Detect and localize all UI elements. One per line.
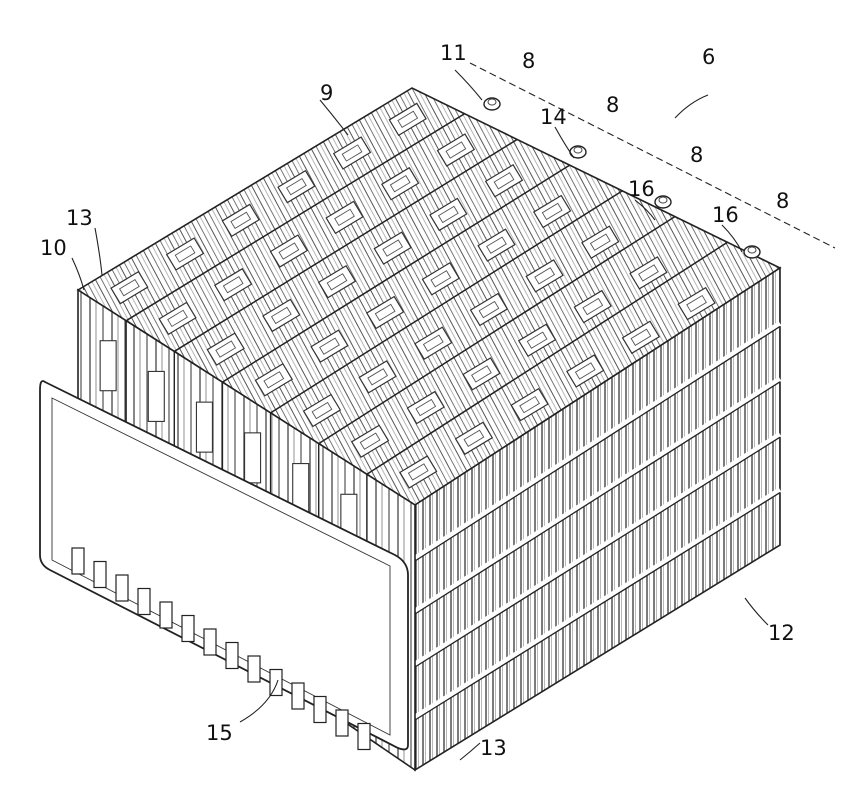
front-cell-tab — [245, 433, 261, 483]
bottom-connector-tooth — [358, 724, 370, 750]
label-15: 15 — [206, 721, 233, 745]
label-6: 6 — [702, 45, 715, 69]
label-8b: 8 — [606, 93, 619, 117]
front-cell-tab — [196, 402, 212, 452]
label-11: 11 — [440, 41, 467, 65]
label-16b: 16 — [712, 203, 739, 227]
label-14: 14 — [540, 105, 567, 129]
bottom-connector-tooth — [160, 602, 172, 628]
bottom-connector-tooth — [248, 656, 260, 682]
terminal-post — [655, 196, 671, 208]
terminal-post — [744, 246, 760, 258]
front-cell-tab — [100, 341, 116, 391]
bottom-connector-tooth — [182, 616, 194, 642]
bottom-connector-tooth — [94, 562, 106, 588]
front-cell-tab — [148, 371, 164, 421]
bottom-connector-tooth — [292, 683, 304, 709]
label-9: 9 — [320, 81, 333, 105]
bottom-connector-tooth — [314, 697, 326, 723]
label-13b: 13 — [480, 736, 507, 760]
label-10: 10 — [40, 236, 67, 260]
bottom-connector-tooth — [138, 589, 150, 615]
label-8c: 8 — [690, 143, 703, 167]
bottom-connector-tooth — [116, 575, 128, 601]
label-8d: 8 — [776, 189, 789, 213]
bottom-connector-tooth — [336, 710, 348, 736]
label-8a: 8 — [522, 49, 535, 73]
label-16a: 16 — [628, 177, 655, 201]
label-13a: 13 — [66, 206, 93, 230]
bottom-connector-tooth — [270, 670, 282, 696]
bottom-connector-tooth — [204, 629, 216, 655]
label-12: 12 — [768, 621, 795, 645]
bottom-connector-tooth — [226, 643, 238, 669]
terminal-post — [484, 98, 500, 110]
bottom-connector-tooth — [72, 548, 84, 574]
